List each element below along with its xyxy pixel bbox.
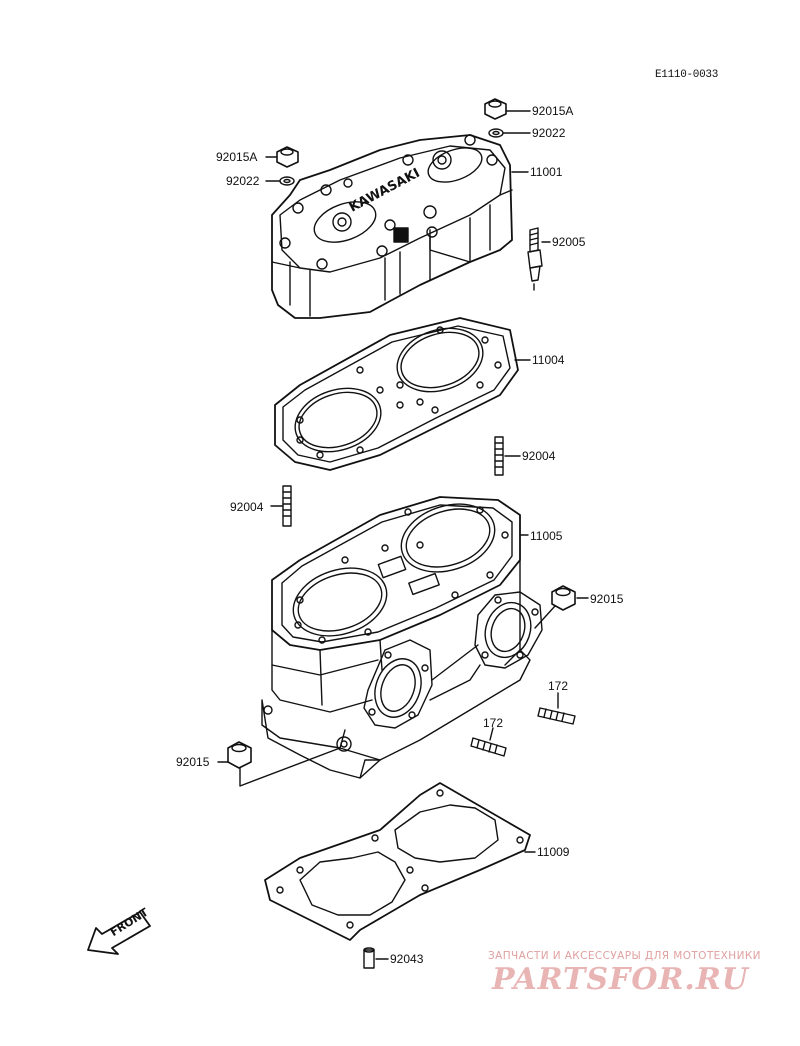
leader-92015-left-b xyxy=(239,747,341,787)
label-11001: 11001 xyxy=(530,165,563,179)
label-92005: 92005 xyxy=(552,235,586,249)
washer-92022-top xyxy=(488,128,504,138)
label-92015A-top: 92015A xyxy=(532,104,574,118)
stud-172-left xyxy=(470,737,507,757)
label-92015-right: 92015 xyxy=(590,592,624,606)
washer-92022-left xyxy=(279,176,295,186)
watermark-caption: ЗАПЧАСТИ И АКСЕССУАРЫ ДЛЯ МОТОТЕХНИКИ xyxy=(488,950,761,962)
nut-92015-right xyxy=(551,585,576,611)
label-92015-left: 92015 xyxy=(176,755,210,769)
label-92022-top: 92022 xyxy=(532,126,566,140)
label-92004-left: 92004 xyxy=(230,500,264,514)
stud-92004-left xyxy=(282,485,292,527)
label-92043: 92043 xyxy=(390,952,424,966)
head-gasket xyxy=(274,317,519,471)
fitting-92005 xyxy=(527,227,543,282)
drawing-id: E1110-0033 xyxy=(655,69,719,81)
base-gasket xyxy=(264,782,531,941)
front-arrow xyxy=(87,911,151,955)
label-92015A-left: 92015A xyxy=(216,150,258,164)
label-92022-left: 92022 xyxy=(226,174,260,188)
label-172-right: 172 xyxy=(548,679,569,693)
label-11009: 11009 xyxy=(537,845,570,859)
dowel-92043 xyxy=(363,947,375,969)
stud-172-right xyxy=(537,707,576,725)
label-11005: 11005 xyxy=(530,529,563,543)
label-172-left: 172 xyxy=(483,716,504,730)
nut-92015A-left xyxy=(276,146,299,168)
leader-head-bolt xyxy=(429,229,471,263)
stud-92004-right xyxy=(494,436,504,476)
cylinder-head xyxy=(271,134,513,319)
leader-92015-right-b xyxy=(534,605,556,629)
leader-172-left xyxy=(489,727,494,741)
label-92004-right: 92004 xyxy=(522,449,556,463)
nut-92015-left xyxy=(227,741,252,769)
watermark-logo: PARTSFOR.RU xyxy=(492,962,749,997)
nut-92015A-top xyxy=(484,98,507,120)
label-11004: 11004 xyxy=(532,353,565,367)
cylinder-block xyxy=(261,496,543,779)
